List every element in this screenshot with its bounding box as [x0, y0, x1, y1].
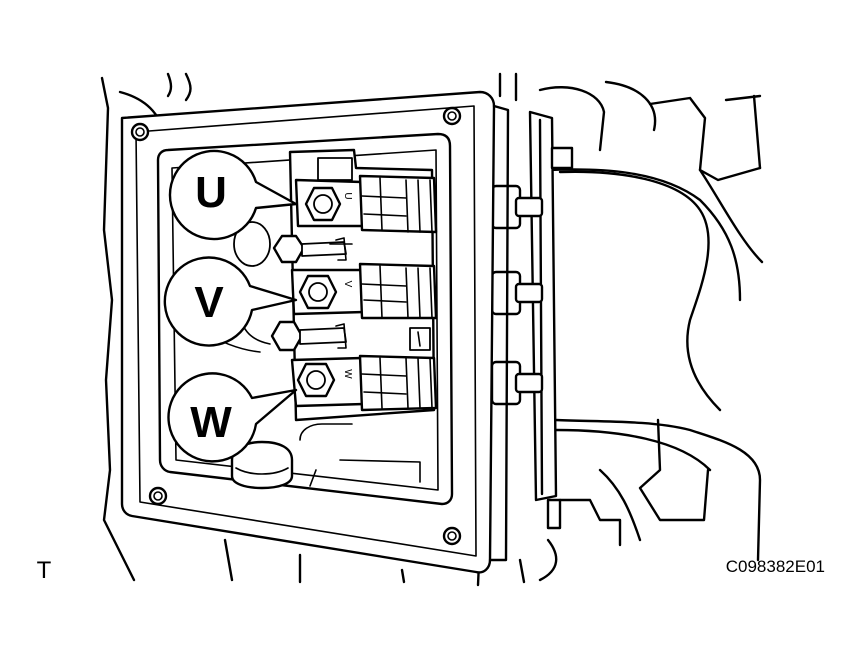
callout-w-bubble [167, 372, 298, 463]
terminal-row-w: W [290, 354, 438, 412]
callout-w: W [167, 372, 298, 463]
terminal-row-v: V [290, 262, 438, 320]
callout-u: U [168, 149, 298, 241]
link-nut-icon [270, 320, 304, 352]
screw-bottom-right-icon [442, 526, 462, 546]
callout-u-label: U [195, 168, 227, 217]
corner-screws [130, 106, 462, 546]
callout-v-bubble [163, 256, 298, 347]
screw-top-left-icon [130, 122, 150, 142]
screw-bottom-left-icon [148, 486, 168, 506]
bolt-icon [296, 362, 336, 398]
feedthrough-bosses [490, 184, 544, 406]
callout-v-label: V [194, 278, 224, 327]
link-nut-icon [272, 234, 306, 264]
transaxle-housing [100, 72, 764, 587]
figure-code: C098382E01 [726, 557, 825, 576]
inner-components: U V [199, 148, 438, 490]
callout-u-bubble [168, 149, 298, 241]
corner-letter: T [37, 557, 52, 584]
terminal-mark-w: W [342, 369, 353, 379]
terminal-mark-u: U [342, 192, 353, 199]
terminal-row-u: U [294, 174, 438, 234]
bolt-icon [304, 186, 342, 222]
callout-v: V [163, 256, 298, 347]
screw-top-right-icon [442, 106, 462, 126]
callout-w-label: W [190, 398, 232, 447]
terminal-mark-v: V [342, 281, 353, 288]
bolt-icon [298, 274, 338, 310]
